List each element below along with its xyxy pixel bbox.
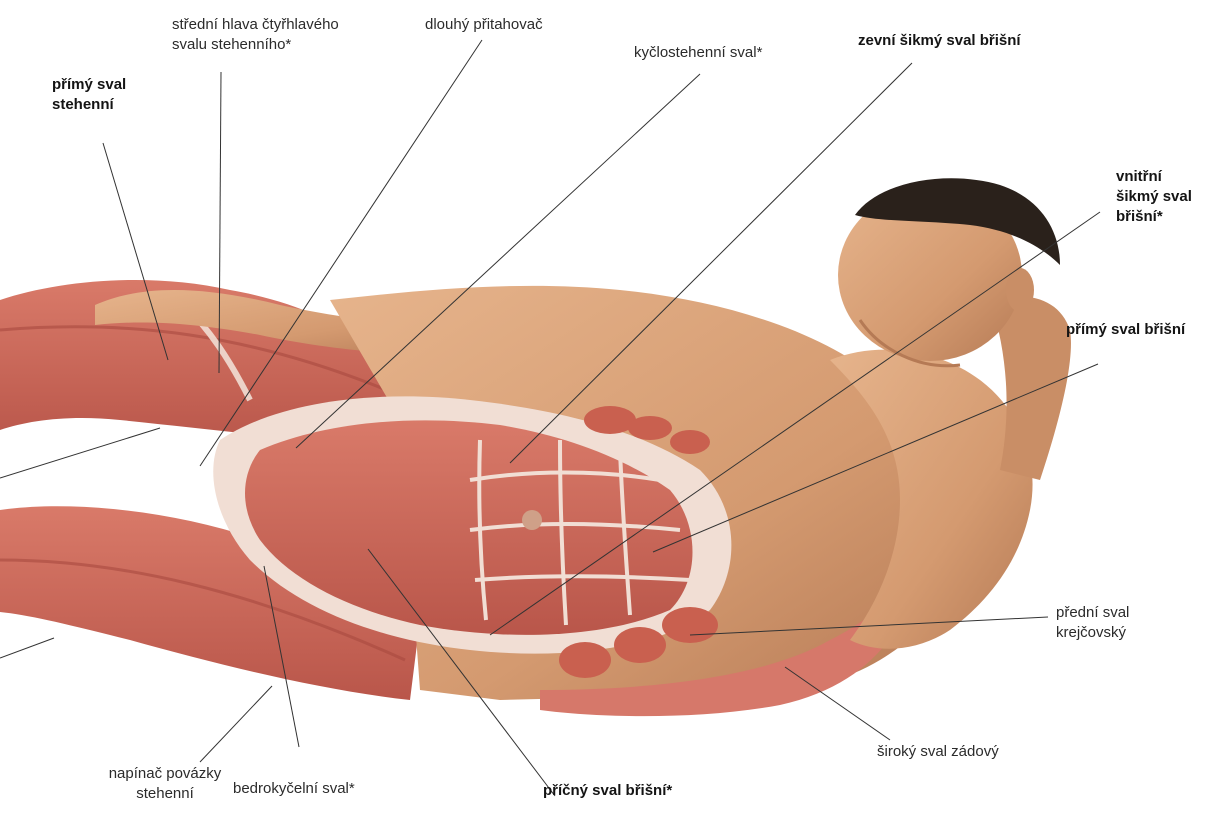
label-adductor-longus: dlouhý přitahovač [425,15,543,35]
navel [522,510,542,530]
label-external-oblique: zevní šikmý sval břišní [858,31,1021,51]
label-iliacus: bedrokyčelní sval* [233,779,355,799]
label-rectus-abdominis: přímý sval břišní [1066,320,1185,340]
label-iliopsoas: kyčlostehenní sval* [634,43,762,63]
label-serratus-anterior: přední sval krejčovský [1056,603,1129,643]
label-tensor-fasciae-latae: napínač povázky stehenní [90,764,240,804]
leader-cut-left-lower [0,638,54,658]
label-internal-oblique: vnitřní šikmý sval břišní* [1116,167,1192,227]
label-transversus-abdominis: příčný sval břišní* [543,781,672,801]
leader-cut-left-upper [0,428,160,478]
label-latissimus-dorsi: široký sval zádový [877,742,999,762]
label-rectus-femoris: přímý sval stehenní [52,75,126,115]
leader-tensor-fasciae [200,686,272,762]
label-vastus-intermedius: střední hlava čtyřhlavého svalu stehenní… [172,15,339,55]
